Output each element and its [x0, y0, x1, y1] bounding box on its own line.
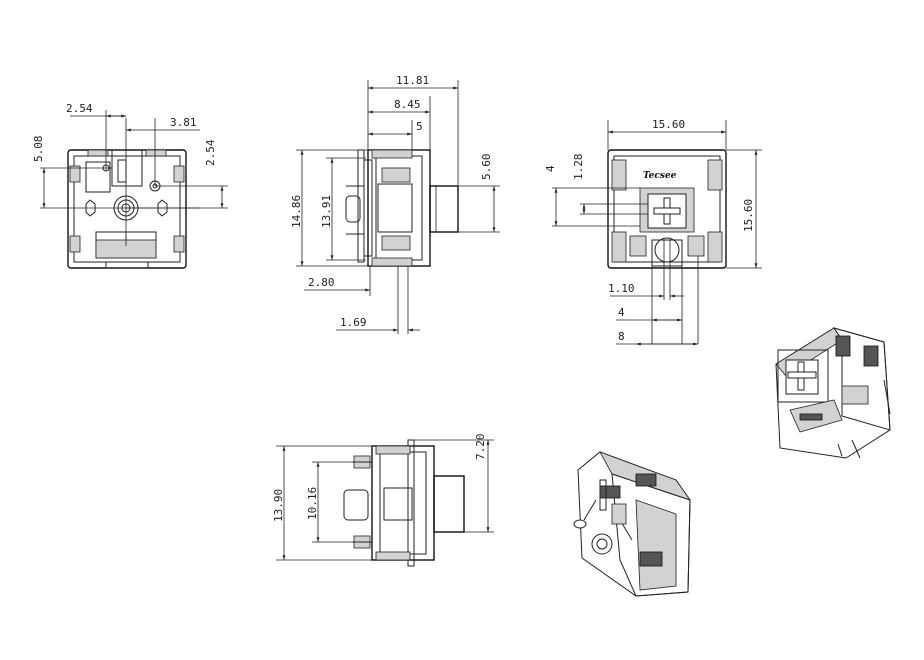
dim-stem-height: 5.60	[480, 154, 493, 181]
dim-pin-spacing-x: 2.54	[66, 102, 93, 115]
dim-top-width: 15.60	[652, 118, 685, 131]
dim-pin-length: 2.80	[308, 276, 335, 289]
brand-logo: Tecsee	[643, 171, 677, 181]
dim-height-body: 13.91	[320, 195, 333, 228]
dim-back-height: 13.90	[272, 489, 285, 522]
dim-top-offset-1-28: 1.28	[572, 154, 585, 181]
dim-led-4: 4	[618, 306, 625, 319]
dim-led-1-10: 1.10	[608, 282, 635, 295]
top-housing-outline	[607, 149, 727, 269]
side-view: 11.81 8.45 5 5.60 14.86 13.91 2.80 1.69	[290, 74, 500, 334]
dim-bottom-offset: 1.69	[340, 316, 367, 329]
dim-plate-to-top: 5	[416, 120, 423, 133]
dim-led-8: 8	[618, 330, 625, 343]
dim-pin-offset-y-left: 5.08	[32, 136, 45, 163]
dim-top-offset-4: 4	[544, 165, 557, 172]
stem-outline	[429, 185, 459, 233]
top-view: Tecsee 15.60 15.6	[544, 118, 762, 346]
back-view: 13.90 10.16 7.20	[272, 434, 494, 567]
front-view: 2.54 3.81 5.08 2.54	[32, 102, 228, 269]
isometric-view-right	[775, 327, 891, 459]
dim-back-inner-height: 10.16	[306, 487, 319, 520]
dim-total-depth: 11.81	[396, 74, 429, 87]
dim-top-height: 15.60	[742, 199, 755, 232]
dim-pin-offset-x: 3.81	[170, 116, 197, 129]
dim-body-depth: 8.45	[394, 98, 421, 111]
isometric-view-bottom	[573, 451, 692, 597]
dim-pin-offset-y-right: 2.54	[204, 139, 217, 166]
dim-back-stem-extent: 7.20	[474, 434, 487, 461]
dim-height-overall: 14.86	[290, 195, 303, 228]
